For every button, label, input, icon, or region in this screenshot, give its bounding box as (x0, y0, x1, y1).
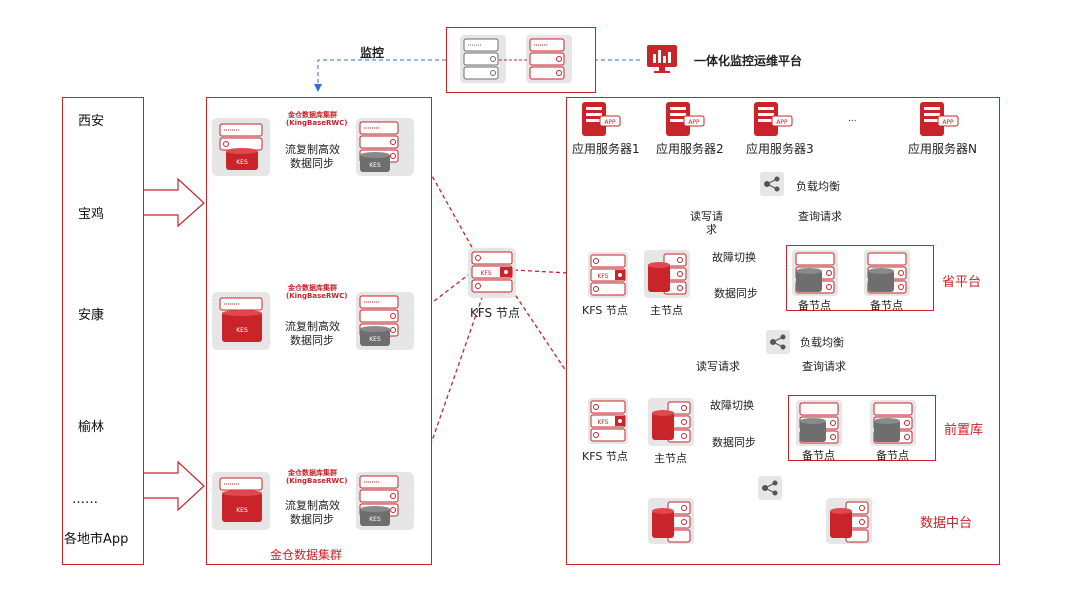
standby-label-province-1: 备节点 (798, 299, 831, 312)
kes-primary-node-1: KES (212, 118, 270, 176)
city-list-box (62, 97, 144, 565)
kes-label-1b: KES (369, 162, 381, 169)
app-server-label-2: 应用服务器2 (656, 142, 724, 156)
sync-text-1b: 数据同步 (290, 157, 334, 170)
sync-label-province: 数据同步 (714, 287, 758, 300)
kes-label-2: KES (236, 327, 248, 334)
app-badge-1: APP (604, 119, 616, 126)
standby-node-province-2 (864, 250, 910, 296)
city-ankang: 安康 (78, 308, 105, 323)
standby-node-front-2 (870, 400, 916, 446)
kfs-node-province: KFS (588, 252, 628, 298)
monitor-link-to-cluster (314, 59, 446, 92)
tier-front-label: 前置库 (944, 423, 984, 438)
query-request-label-1: 查询请求 (798, 210, 842, 223)
load-balancer-icon-1 (760, 172, 784, 196)
rw-request-label-1a: 读写请 (690, 210, 723, 223)
group-caption-3a: 金仓数据库集群 (288, 469, 337, 477)
kfs-badge-front: KFS (597, 419, 608, 426)
kfs-center-node: KFS (468, 248, 516, 298)
kfs-label-front: KFS 节点 (582, 450, 628, 463)
load-balancer-icon-3 (758, 476, 782, 500)
monitor-platform-label: 一体化监控运维平台 (694, 54, 803, 68)
app-server-icon-2: APP (666, 102, 705, 136)
kfs-center-badge: KFS (480, 270, 491, 277)
sync-text-1a: 流复制高效 (285, 143, 340, 156)
monitor-servers (463, 38, 565, 80)
app-server-icon-n: APP (920, 102, 959, 136)
cluster-title: 金仓数据集群 (270, 548, 343, 562)
kfs-label-province: KFS 节点 (582, 304, 628, 317)
monitor-label: 监控 (360, 46, 385, 60)
kfs-badge-province: KFS (597, 273, 608, 280)
kes-standby-node-2: KES (356, 292, 414, 350)
cluster-to-kfs-2 (411, 271, 473, 319)
kfs-center-label: KFS 节点 (470, 306, 520, 320)
load-balancer-label-2: 负载均衡 (800, 336, 844, 349)
city-ellipsis: …… (72, 492, 98, 507)
standby-node-province-1 (792, 250, 838, 296)
kes-standby-node-1: KES (356, 118, 414, 176)
tier-data-center-label: 数据中台 (920, 516, 973, 531)
sync-text-2b: 数据同步 (290, 334, 334, 347)
kfs-node-front: KFS (588, 398, 628, 444)
failover-label-front: 故障切换 (710, 399, 754, 412)
query-request-label-2: 查询请求 (802, 360, 846, 373)
primary-label-front: 主节点 (654, 452, 687, 465)
app-badge-2: APP (688, 119, 700, 126)
primary-node-front (648, 398, 694, 446)
load-balancer-icon-2 (766, 330, 790, 354)
app-server-label-3: 应用服务器3 (746, 142, 814, 156)
group-caption-1b: (KingBaseRWC) (286, 119, 348, 127)
app-server-icon-3: APP (754, 102, 793, 136)
group-caption-3b: (KingBaseRWC) (286, 477, 348, 485)
kes-label-2b: KES (369, 336, 381, 343)
city-arrow-bottom (142, 460, 205, 512)
load-balancer-label-1: 负载均衡 (796, 180, 840, 193)
monitor-dashboard-icon (647, 45, 677, 73)
kes-label-3: KES (236, 507, 248, 514)
city-arrow-top (142, 177, 205, 228)
app-badge-3: APP (776, 119, 788, 126)
app-server-label-n: 应用服务器N (908, 142, 977, 156)
data-center-node-right (826, 498, 872, 544)
sync-text-3b: 数据同步 (290, 513, 334, 526)
standby-label-front-1: 备节点 (802, 449, 835, 462)
kes-standby-node-3: KES (356, 472, 414, 530)
rw-request-label-1b: 求 (706, 223, 717, 236)
standby-label-province-2: 备节点 (870, 299, 903, 312)
rw-request-label-2: 读写请求 (696, 360, 740, 373)
city-xian: 西安 (78, 114, 105, 129)
sync-text-3a: 流复制高效 (285, 499, 340, 512)
kes-label-3b: KES (369, 516, 381, 523)
kes-primary-node-3: KES (212, 472, 270, 530)
sync-text-2a: 流复制高效 (285, 320, 340, 333)
kes-primary-node-2: KES (212, 292, 270, 350)
city-yulin: 榆林 (78, 420, 105, 435)
kes-label-1: KES (236, 159, 248, 166)
app-server-label-1: 应用服务器1 (572, 142, 640, 156)
tier-province-label: 省平台 (942, 275, 982, 290)
app-badge-n: APP (942, 119, 954, 126)
city-baoji: 宝鸡 (78, 207, 105, 222)
primary-node-province (644, 250, 690, 298)
app-server-icon-1: APP (582, 102, 621, 136)
standby-node-front-1 (796, 400, 842, 446)
standby-label-front-2: 备节点 (876, 449, 909, 462)
group-caption-1a: 金仓数据库集群 (288, 111, 337, 119)
primary-label-province: 主节点 (650, 304, 683, 317)
group-caption-2a: 金仓数据库集群 (288, 284, 337, 292)
group-caption-2b: (KingBaseRWC) (286, 292, 348, 300)
data-center-node-left (648, 498, 694, 544)
app-server-ellipsis: ... (848, 114, 857, 124)
kfs-to-province (513, 269, 587, 275)
sync-label-front: 数据同步 (712, 436, 756, 449)
city-app: 各地市App (64, 532, 129, 547)
failover-label-province: 故障切换 (712, 251, 756, 264)
